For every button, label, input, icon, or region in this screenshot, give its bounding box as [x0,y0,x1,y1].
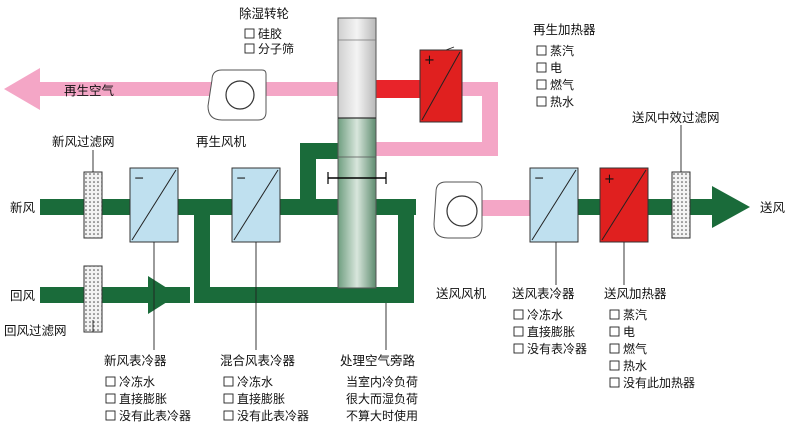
option-label: 热水 [550,95,574,109]
checkbox [536,79,547,90]
checkbox [244,43,255,54]
regen-air-label: 再生空气 [64,83,115,98]
mixed-cooler: − [231,167,281,243]
checkbox [609,309,620,320]
option-label: 热水 [623,359,647,373]
option-label: 没有此表冷器 [119,408,191,423]
option-label: 没有此加热器 [623,375,695,390]
regen-fan-label: 再生风机 [196,134,247,149]
supply-heater-options: 蒸汽 电 燃气 热水 没有此加热器 [609,307,695,390]
option-label: 燃气 [623,341,647,356]
regen-exhaust-arrow [4,68,40,110]
checkbox [609,377,620,388]
option-label: 冷冻水 [119,374,155,389]
supply-filter [671,171,691,239]
minus-symbol: − [236,170,246,185]
supply-heater: + [599,167,649,243]
fresh-air-label: 新风 [10,200,36,215]
option-label: 冷冻水 [237,374,273,389]
checkbox [244,28,255,39]
fresh-cooler: − [129,167,179,243]
option-label: 电 [623,325,635,339]
option-label: 蒸汽 [550,43,574,58]
wheel-options: 硅胶 分子筛 [244,26,294,56]
checkbox [609,326,620,337]
supply-cooler: − [529,167,579,243]
supply-fan-label: 送风风机 [436,286,487,301]
option-label: 燃气 [550,77,574,92]
checkbox [536,45,547,56]
plus-symbol: + [604,172,615,187]
supply-cooler-options: 冷冻水 直接膨胀 没有表冷器 [513,307,587,356]
regen-heater-options: 蒸汽 电 燃气 热水 [536,43,574,109]
checkbox [536,62,547,73]
fresh-filter-label: 新风过滤网 [52,134,115,149]
fresh-filter [83,171,103,239]
mixed-cooler-title: 混合风表冷器 [220,353,296,368]
bypass-note-line: 不算大时使用 [346,408,418,423]
supply-filter-label: 送风中效过滤网 [632,110,720,125]
supply-air-label: 送风 [760,200,786,215]
regen-hot-duct [372,80,420,98]
option-label: 冷冻水 [527,307,563,322]
regen-fan [207,69,267,121]
minus-symbol: − [134,170,144,185]
return-arrow [148,276,178,314]
checkbox [105,410,116,421]
leader-lines [92,46,682,350]
checkbox [105,393,116,404]
option-label: 电 [550,61,562,75]
checkbox [609,343,620,354]
bypass-note-line: 很大而湿负荷 [346,391,418,406]
option-label: 分子筛 [258,41,294,56]
regen-heater: + [419,49,463,123]
checkbox [536,96,547,107]
bypass-note: 当室内冷负荷 很大而湿负荷 不算大时使用 [346,374,418,423]
option-label: 没有此表冷器 [237,408,309,423]
option-label: 没有表冷器 [527,341,587,356]
desiccant-wheel [327,17,387,289]
fresh-cooler-title: 新风表冷器 [104,353,167,368]
checkbox [223,393,234,404]
checkbox [513,309,524,320]
plus-symbol: + [424,53,435,68]
option-label: 直接膨胀 [119,391,167,406]
checkbox [609,360,620,371]
supply-heater-title: 送风加热器 [604,286,667,301]
wheel-title: 除湿转轮 [239,6,289,21]
supply-arrow [712,186,750,228]
return-air-label: 回风 [10,288,36,303]
supply-cooler-title: 送风表冷器 [512,286,575,301]
checkbox [513,326,524,337]
checkbox [105,376,116,387]
bypass-note-line: 当室内冷负荷 [346,374,418,389]
option-label: 直接膨胀 [237,391,285,406]
mixed-cooler-options: 冷冻水 直接膨胀 没有此表冷器 [223,374,309,423]
checkbox [223,376,234,387]
checkbox [223,410,234,421]
bypass-title: 处理空气旁路 [340,353,416,368]
option-label: 直接膨胀 [527,324,575,339]
regen-heater-title: 再生加热器 [533,22,596,37]
checkbox [513,343,524,354]
option-label: 蒸汽 [623,307,647,322]
fresh-cooler-options: 冷冻水 直接膨胀 没有此表冷器 [105,374,191,423]
minus-symbol: − [534,170,544,185]
option-label: 硅胶 [258,26,282,41]
supply-fan [433,181,483,239]
return-filter-label: 回风过滤网 [4,323,67,338]
